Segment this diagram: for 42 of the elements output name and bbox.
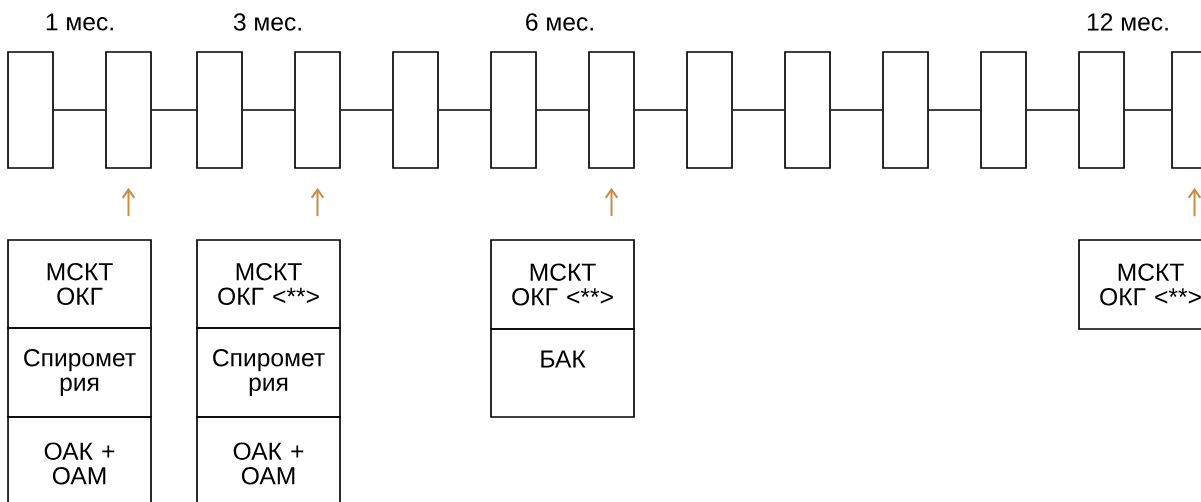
connector-line bbox=[242, 109, 295, 111]
connector-line bbox=[151, 109, 197, 111]
connector-line bbox=[53, 109, 106, 111]
month-label: 3 мес. bbox=[233, 13, 301, 31]
arrow bbox=[121, 187, 136, 218]
timeline-box bbox=[588, 51, 635, 169]
timeline-box bbox=[392, 51, 439, 169]
month-label: 12 мес. bbox=[1087, 13, 1168, 31]
connector-line bbox=[634, 109, 687, 111]
timeline-box bbox=[1078, 51, 1125, 169]
test-cell: МСКТ ОКГ <**> bbox=[196, 239, 341, 329]
connector-line bbox=[732, 109, 785, 111]
timeline-box bbox=[196, 51, 243, 169]
connector-line bbox=[438, 109, 491, 111]
connector-line bbox=[1026, 109, 1079, 111]
connector-line bbox=[340, 109, 393, 111]
timeline-box bbox=[882, 51, 929, 169]
arrow bbox=[1187, 187, 1201, 218]
timeline-box bbox=[784, 51, 831, 169]
connector-line bbox=[1124, 109, 1172, 111]
arrow bbox=[604, 187, 619, 218]
test-cell: Спиромет рия bbox=[196, 327, 341, 418]
test-cell: Спиромет рия bbox=[7, 327, 152, 418]
timeline-box bbox=[7, 51, 54, 169]
timeline-box bbox=[686, 51, 733, 169]
timeline-box bbox=[105, 51, 152, 169]
month-label: 1 мес. bbox=[46, 13, 113, 31]
timeline-box bbox=[980, 51, 1027, 169]
test-cell: ОАК + ОАМ bbox=[7, 416, 152, 502]
timeline-box bbox=[1171, 51, 1201, 169]
test-cell-text: БАК bbox=[541, 350, 586, 368]
test-cell: МСКТ ОКГ <**> bbox=[490, 239, 635, 330]
connector-line bbox=[928, 109, 981, 111]
test-cell: МСКТ ОКГ bbox=[7, 239, 152, 329]
month-label: 6 мес. bbox=[526, 13, 593, 31]
timeline-box bbox=[294, 51, 341, 169]
arrow bbox=[310, 187, 325, 218]
connector-line bbox=[830, 109, 883, 111]
timeline-box bbox=[490, 51, 537, 169]
connector-line bbox=[536, 109, 589, 111]
test-cell: ОАК + ОАМ bbox=[196, 416, 341, 502]
test-cell: МСКТ ОКГ <**> bbox=[1078, 239, 1201, 330]
